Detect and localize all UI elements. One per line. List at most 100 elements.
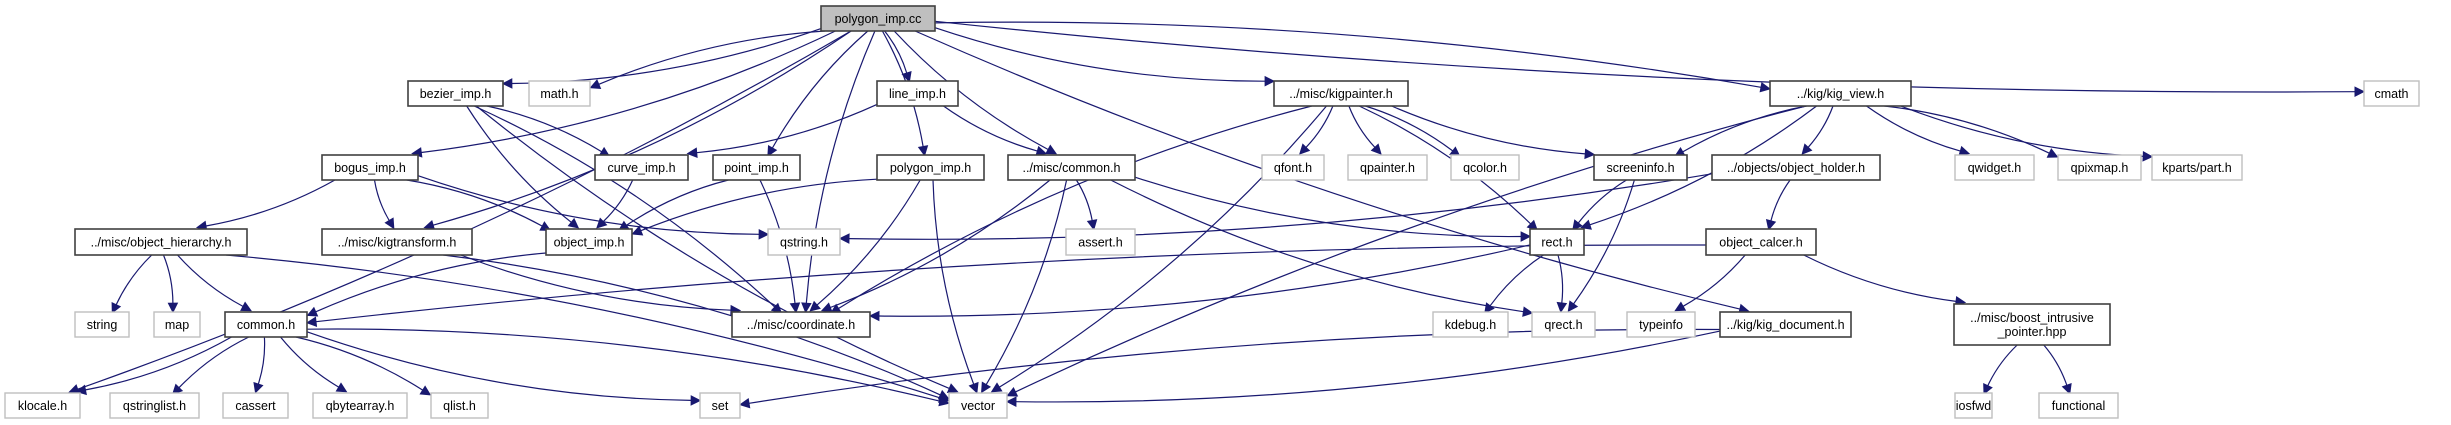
edge-misc_common_h-to-assert_h — [1075, 179, 1098, 231]
node-rect-h[interactable]: rect.h — [1529, 228, 1585, 256]
edge-line — [696, 103, 878, 154]
node-label: string — [87, 318, 118, 332]
arrowhead-icon — [738, 398, 751, 409]
node-box — [1261, 154, 1325, 181]
node-label: iosfwd — [1956, 399, 1991, 413]
edge-bogus_imp_h-to-qstring_h — [417, 175, 770, 240]
node-qstring-h: qstring.h — [767, 228, 841, 256]
arrowhead-icon — [1045, 144, 1058, 155]
node-box — [1953, 303, 2111, 346]
edge-object_hierarchy_h-to-string — [111, 254, 153, 314]
edge-line — [914, 30, 1741, 310]
edge-kig_view_h-to-kparts_part_h — [1900, 105, 2154, 162]
node-boost-intrusive-pointer-hpp[interactable]: ../misc/boost_intrusive_pointer.hpp — [1953, 303, 2111, 346]
arrowhead-icon — [1520, 231, 1532, 242]
node-label: ../misc/kigpainter.h — [1289, 87, 1393, 101]
node-point-imp-h[interactable]: point_imp.h — [712, 154, 801, 181]
edge-kig_view_h-to-object_holder_h — [1801, 105, 1834, 155]
edge-line — [1015, 105, 1807, 393]
node-box — [1273, 80, 1409, 107]
node-box — [1705, 228, 1817, 256]
node-kigtransform-h[interactable]: ../misc/kigtransform.h — [321, 228, 473, 256]
arrowhead-icon — [1765, 219, 1777, 231]
node-label: qstring.h — [780, 236, 828, 250]
node-common-h[interactable]: common.h — [224, 311, 308, 338]
edge-object_calcer_h-to-boost_intrusive_pointer_hpp — [1803, 254, 1967, 307]
node-label: qpainter.h — [1360, 161, 1415, 175]
nodes-layer: polygon_imp.cc bezier_imp.h math.h line_imp… — [4, 5, 2420, 419]
node-polygon-imp-h[interactable]: polygon_imp.h — [876, 154, 985, 181]
node-kig-view-h[interactable]: ../kig/kig_view.h — [1769, 80, 1912, 107]
arrowhead-icon — [335, 382, 348, 393]
arrowhead-icon — [2142, 150, 2154, 162]
edge-bogus_imp_h-to-object_hierarchy_h — [196, 179, 336, 232]
arrowhead-icon — [75, 384, 87, 396]
node-qlist-h: qlist.h — [430, 392, 489, 419]
arrowhead-icon — [253, 381, 264, 394]
node-label: qpixmap.h — [2071, 161, 2129, 175]
edge-polygon_imp_h-to-vector — [932, 179, 979, 394]
arrowhead-icon — [1584, 148, 1596, 160]
edge-line — [2043, 344, 2068, 386]
edge-line — [1807, 105, 1834, 148]
edge-kig_view_h-to-qwidget_h — [1866, 105, 1971, 157]
node-bezier-imp-h[interactable]: bezier_imp.h — [407, 80, 504, 107]
node-object-holder-h[interactable]: ../objects/object_holder.h — [1711, 154, 1881, 181]
edge-line — [1557, 254, 1564, 304]
node-label: ../misc/coordinate.h — [747, 318, 855, 332]
arrowhead-icon — [938, 395, 950, 407]
node-qrect-h: qrect.h — [1531, 311, 1596, 338]
edge-polygon_imp_cc-to-point_imp_h — [767, 30, 869, 157]
node-iosfwd: iosfwd — [1954, 392, 1993, 419]
node-klocale-h: klocale.h — [4, 392, 81, 419]
node-curve-imp-h[interactable]: curve_imp.h — [594, 154, 689, 181]
node-label: curve_imp.h — [607, 161, 675, 175]
node-box — [222, 392, 289, 419]
edge-object_hierarchy_h-to-map — [162, 254, 179, 314]
node-object-hierarchy-h[interactable]: ../misc/object_hierarchy.h — [74, 228, 248, 256]
node-box — [1007, 154, 1136, 181]
edge-object_calcer_h-to-common_h — [305, 244, 1707, 327]
node-math-h: math.h — [528, 80, 591, 107]
edge-kigpainter_h-to-vector — [990, 105, 1327, 393]
node-bogus-imp-h[interactable]: bogus_imp.h — [321, 154, 419, 181]
edge-kig_document_h-to-vector — [1005, 330, 1721, 408]
edge-line — [748, 328, 1721, 404]
edge-common_h-to-klocale_h — [75, 336, 232, 396]
node-kigpainter-h[interactable]: ../misc/kigpainter.h — [1273, 80, 1409, 107]
node-object-imp-h[interactable]: object_imp.h — [545, 228, 633, 256]
node-qcolor-h: qcolor.h — [1450, 154, 1520, 181]
edge-polygon_imp_cc-to-line_imp_h — [884, 30, 912, 83]
edge-bogus_imp_h-to-object_imp_h — [406, 179, 552, 231]
node-kig-document-h[interactable]: ../kig/kig_document.h — [1719, 311, 1852, 338]
arrowhead-icon — [946, 383, 959, 394]
edge-line — [306, 331, 692, 401]
edge-line — [1489, 254, 1544, 307]
edge-object_imp_h-to-common_h — [306, 252, 547, 317]
node-cassert: cassert — [222, 392, 289, 419]
edge-line — [1391, 105, 1586, 155]
node-misc-common-h[interactable]: ../misc/common.h — [1007, 154, 1136, 181]
node-line-imp-h[interactable]: line_imp.h — [876, 80, 959, 107]
node-label: _pointer.hpp — [1997, 325, 2067, 339]
node-box — [1531, 311, 1596, 338]
node-label: assert.h — [1078, 236, 1123, 250]
edge-line — [1682, 254, 1746, 307]
node-set: set — [699, 392, 741, 419]
edge-line_imp_h-to-misc_common_h — [943, 105, 1048, 157]
node-label: qlist.h — [443, 399, 476, 413]
edge-line — [985, 179, 1068, 385]
node-polygon-imp-cc[interactable]: polygon_imp.cc — [820, 5, 936, 32]
node-screeninfo-h[interactable]: screeninfo.h — [1593, 154, 1688, 181]
edge-object_holder_h-to-qstring_h — [838, 173, 1713, 244]
arrowhead-icon — [111, 302, 122, 314]
node-coordinate-h[interactable]: ../misc/coordinate.h — [731, 311, 871, 338]
edge-common_h-to-qbytearray_h — [280, 336, 348, 393]
node-label: qfont.h — [1274, 161, 1312, 175]
node-label: qbytearray.h — [326, 399, 395, 413]
node-object-calcer-h[interactable]: object_calcer.h — [1705, 228, 1817, 256]
arrowhead-icon — [981, 381, 992, 394]
node-box — [528, 80, 591, 107]
edges-layer — [68, 20, 2366, 409]
